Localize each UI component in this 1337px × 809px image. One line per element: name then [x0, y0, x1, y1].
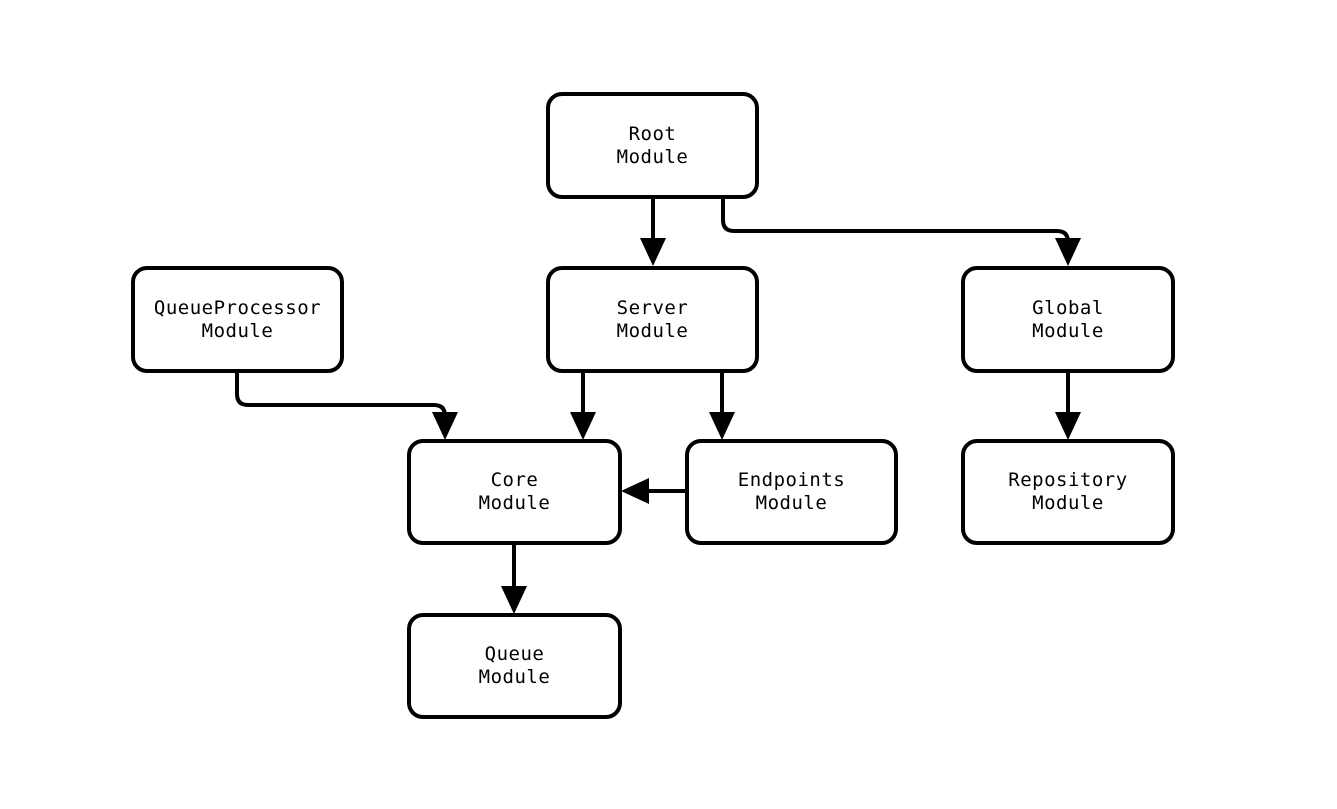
edge-core-to-queue-arrowhead	[501, 586, 527, 614]
edge-root-to-server-arrowhead	[640, 238, 666, 266]
node-box-endpoints-module[interactable]	[685, 439, 898, 545]
edge-root-to-global-arrowhead	[1055, 238, 1081, 266]
node-box-root-module[interactable]	[546, 92, 759, 199]
node-box-queue-module[interactable]	[407, 613, 622, 719]
node-box-queueprocessor-module[interactable]	[131, 266, 344, 373]
edge-global-to-repository	[1055, 371, 1081, 440]
edge-queueprocessor-to-core-arrowhead	[432, 412, 458, 440]
edge-server-to-endpoints-arrowhead	[709, 412, 735, 440]
node-box-server-module[interactable]	[546, 266, 759, 373]
edge-layer	[235, 197, 1081, 614]
node-box-global-module[interactable]	[961, 266, 1175, 373]
edge-endpoints-to-core-arrowhead	[621, 478, 649, 504]
edge-server-to-core	[570, 371, 596, 440]
edge-queueprocessor-to-core-line	[235, 371, 447, 425]
edge-core-to-queue	[501, 543, 527, 614]
edge-queueprocessor-to-core	[235, 371, 458, 440]
edge-global-to-repository-arrowhead	[1055, 412, 1081, 440]
edge-endpoints-to-core	[621, 478, 687, 504]
node-layer	[131, 92, 1175, 719]
edge-root-to-global-line	[721, 197, 1070, 251]
edge-server-to-endpoints	[709, 371, 735, 440]
edge-root-to-server	[640, 197, 666, 266]
edge-server-to-core-arrowhead	[570, 412, 596, 440]
node-box-repository-module[interactable]	[961, 439, 1175, 545]
edge-root-to-global	[721, 197, 1081, 266]
node-box-core-module[interactable]	[407, 439, 622, 545]
